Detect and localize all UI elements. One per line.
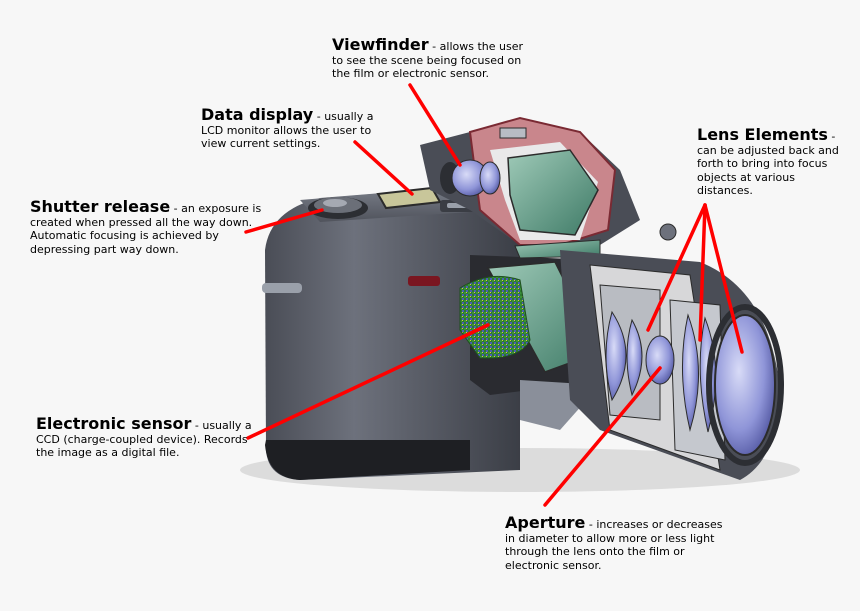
- pointer-lens-element-2: [698, 203, 707, 342]
- label-viewfinder: Viewfinder - allows the user to see the …: [332, 35, 532, 81]
- shutter-release-button: [308, 197, 368, 219]
- pointer-data-display: [353, 140, 414, 196]
- pointer-electronic-sensor: [246, 323, 490, 440]
- label-data-display: Data display - usually a LCD monitor all…: [201, 105, 381, 151]
- data-display-title: Data display: [201, 105, 314, 124]
- viewfinder-desc: allows the user to see the scene being f…: [332, 40, 523, 80]
- aperture-desc: increases or decreases in diameter to al…: [505, 518, 723, 572]
- aperture-sep: -: [585, 518, 597, 531]
- aperture-title: Aperture: [505, 513, 586, 532]
- viewfinder-sep: -: [428, 40, 440, 53]
- data-display-sep: -: [313, 110, 325, 123]
- label-aperture: Aperture - increases or decreases in dia…: [505, 513, 725, 572]
- electronic-sensor-title: Electronic sensor: [36, 414, 192, 433]
- pointer-aperture: [543, 366, 662, 507]
- pointer-lens-element-1: [646, 203, 707, 332]
- lcd-data-display: [376, 186, 476, 212]
- label-lens-elements: Lens Elements - can be adjusted back and…: [697, 125, 847, 198]
- pointer-lens-element-3: [703, 203, 744, 354]
- pointer-lines: [244, 83, 744, 507]
- pointer-shutter-release: [244, 208, 324, 234]
- pointer-viewfinder: [408, 83, 462, 167]
- electronic-sensor: [459, 275, 531, 359]
- shutter-release-desc: an exposure is created when pressed all …: [30, 202, 262, 256]
- data-display-desc: usually a LCD monitor allows the user to…: [201, 110, 374, 150]
- shutter-release-sep: -: [170, 202, 182, 215]
- shutter-release-title: Shutter release: [30, 197, 171, 216]
- viewfinder-housing: [420, 116, 677, 246]
- viewfinder-title: Viewfinder: [332, 35, 429, 54]
- lens-elements-desc: can be adjusted back and forth to bring …: [697, 143, 839, 198]
- electronic-sensor-sep: -: [191, 419, 203, 432]
- label-electronic-sensor: Electronic sensor - usually a CCD (charg…: [36, 414, 256, 460]
- electronic-sensor-desc: usually a CCD (charge-coupled device). R…: [36, 419, 252, 459]
- lens-elements-title: Lens Elements: [697, 125, 828, 144]
- label-shutter-release: Shutter release - an exposure is created…: [30, 197, 262, 256]
- front-indicator: [408, 276, 440, 286]
- lens-elements-sep: -: [827, 130, 836, 143]
